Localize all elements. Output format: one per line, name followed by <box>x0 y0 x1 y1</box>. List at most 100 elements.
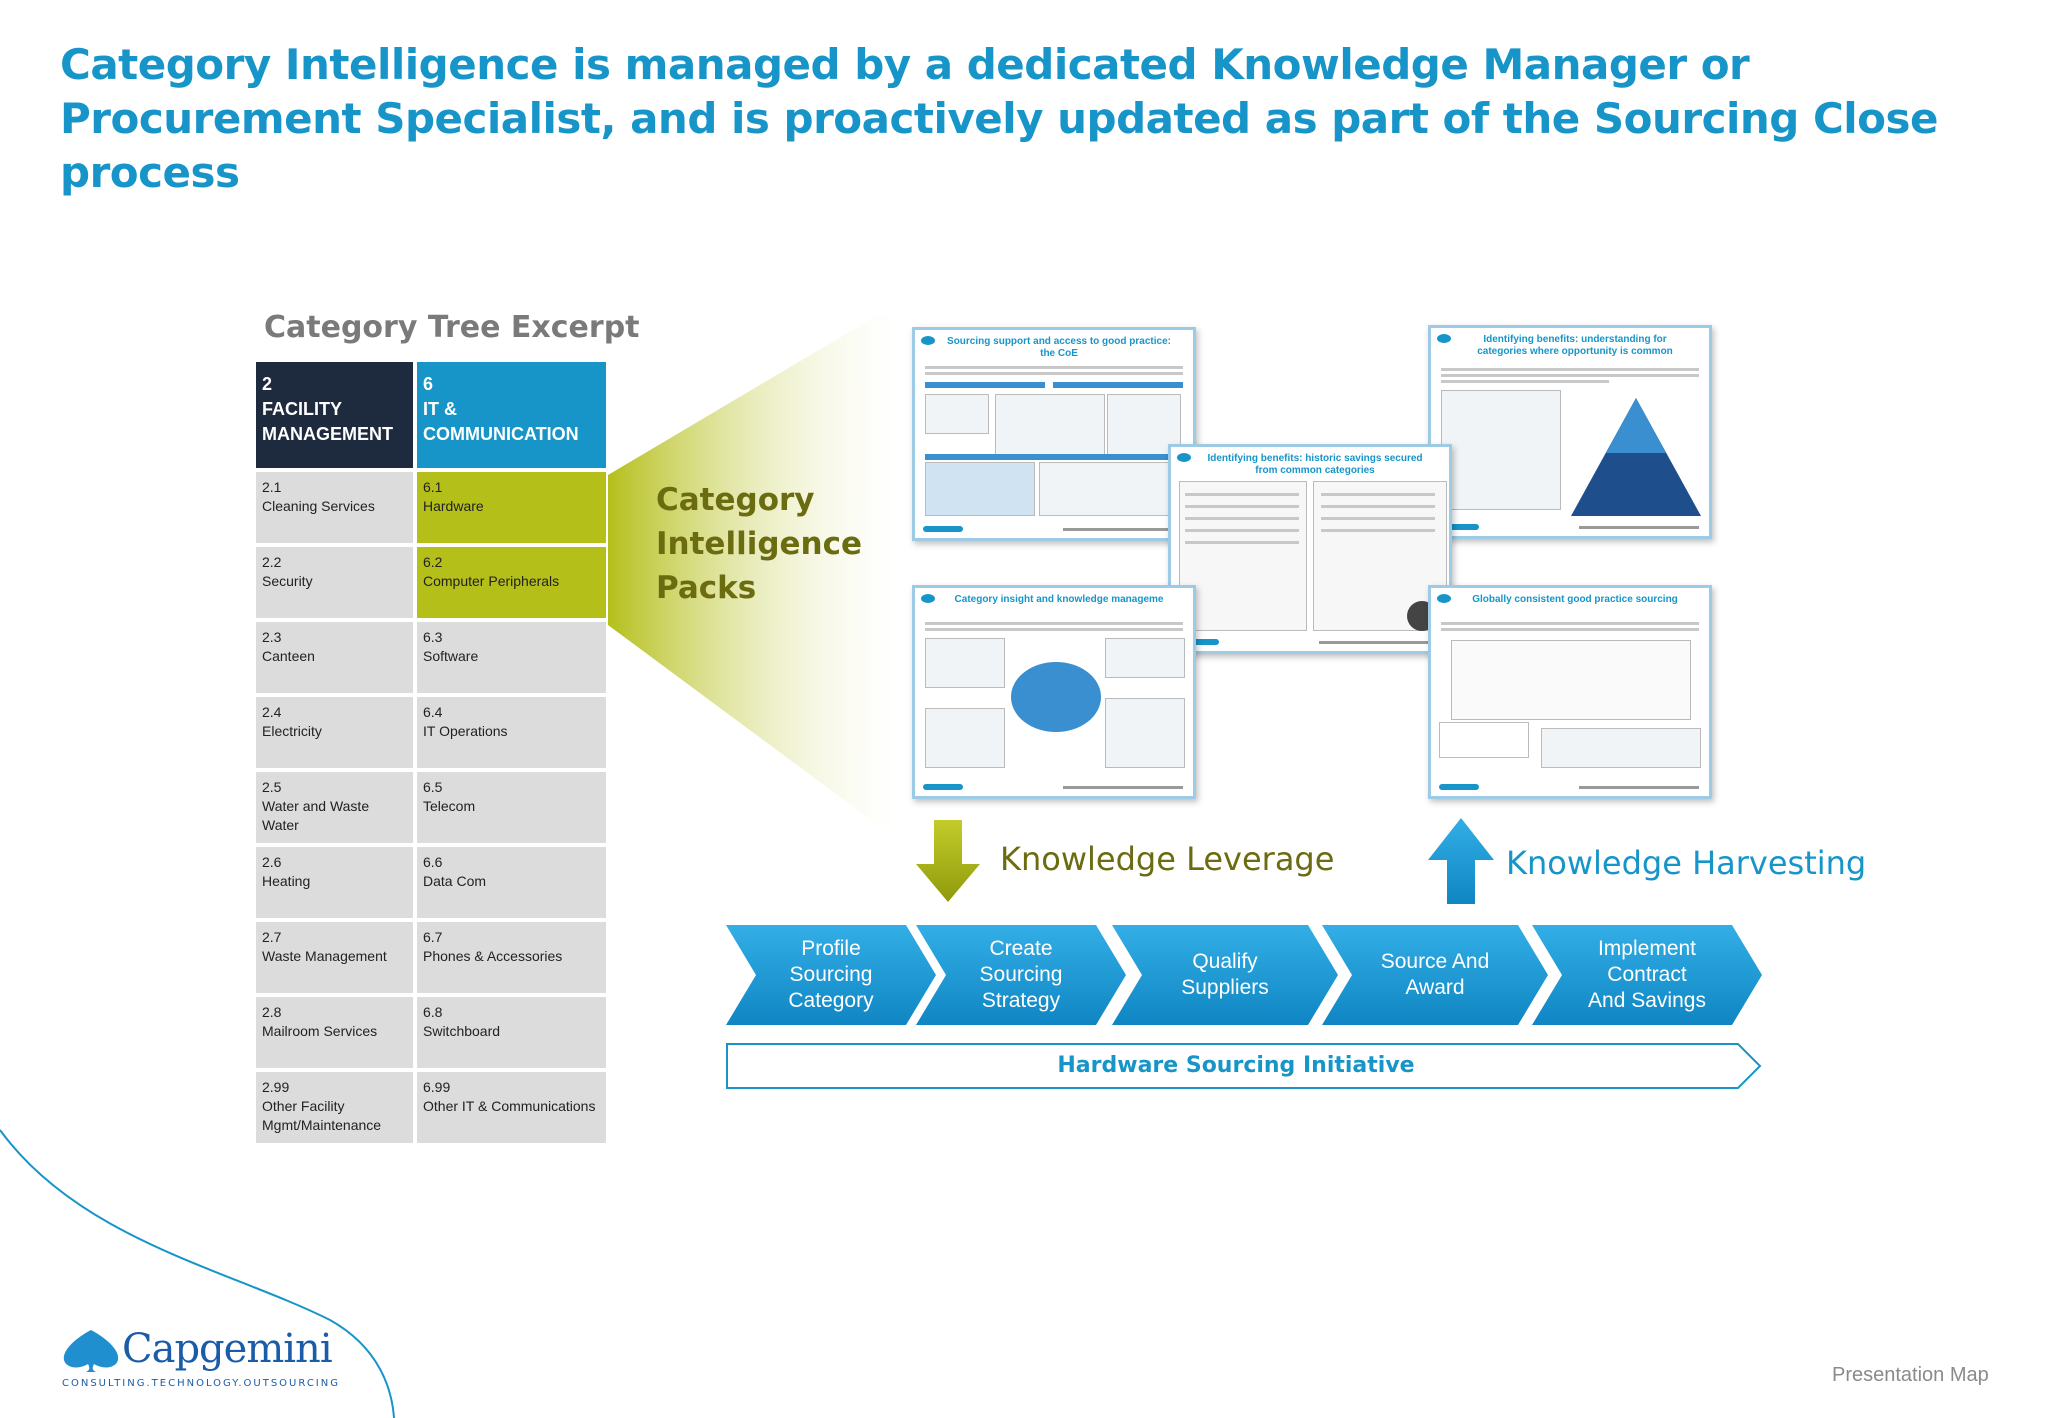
category-tree-header: 2 FACILITY MANAGEMENT 6 IT & COMMUNICATI… <box>256 362 606 468</box>
capgemini-logo-icon <box>1177 453 1191 462</box>
knowledge-harvesting-arrow-icon <box>1428 818 1494 904</box>
capgemini-logo-icon <box>921 336 935 345</box>
process-step-implement-contract[interactable]: Implement Contract And Savings <box>1532 925 1762 1025</box>
slide-title: Category Intelligence is managed by a de… <box>60 40 1939 197</box>
category-number: 2.8 <box>262 1004 282 1020</box>
sourcing-process-flow: Profile Sourcing Category Create Sourcin… <box>726 925 1762 1025</box>
capgemini-logo-icon <box>1437 594 1451 603</box>
process-step-profile-sourcing-category[interactable]: Profile Sourcing Category <box>726 925 936 1025</box>
category-number: 2.6 <box>262 854 282 870</box>
category-name: Switchboard <box>423 1023 501 1039</box>
category-name: IT Operations <box>423 723 508 739</box>
category-number: 6.7 <box>423 929 443 945</box>
category-name: Other IT & Communications <box>423 1098 596 1114</box>
category-name: Water and Waste Water <box>262 798 370 833</box>
capgemini-spade-icon <box>63 1330 119 1372</box>
step-label: Qualify <box>1192 950 1258 973</box>
knowledge-harvesting-label: Knowledge Harvesting <box>1506 844 1867 882</box>
pack-title: Globally consistent good practice sourci… <box>1472 594 1678 605</box>
process-step-qualify-suppliers[interactable]: Qualify Suppliers <box>1112 925 1338 1025</box>
pack-title: Identifying benefits: understanding for … <box>1477 334 1673 357</box>
category-number: 2.4 <box>262 704 282 720</box>
category-name: Phones & Accessories <box>423 948 563 964</box>
category-number: 2.2 <box>262 554 282 570</box>
header-name: COMMUNICATION <box>423 424 579 444</box>
category-number: 2.1 <box>262 479 282 495</box>
category-name: Canteen <box>262 648 315 664</box>
header-name: MANAGEMENT <box>262 424 393 444</box>
knowledge-leverage-label: Knowledge Leverage <box>1000 840 1335 878</box>
category-name: Data Com <box>423 873 487 889</box>
pack-title: Category insight and knowledge manageme <box>954 594 1164 605</box>
pack-thumbnail-historic-savings[interactable]: Identifying benefits: historic savings s… <box>1168 444 1452 654</box>
process-step-create-sourcing-strategy[interactable]: Create Sourcing Strategy <box>916 925 1126 1025</box>
capgemini-logo-icon <box>1437 334 1451 343</box>
category-number: 6.8 <box>423 1004 443 1020</box>
logo-tagline: CONSULTING.TECHNOLOGY.OUTSOURCING <box>62 1378 340 1389</box>
category-number: 2.99 <box>262 1079 290 1095</box>
step-label: Source And <box>1380 950 1490 973</box>
presentation-map-link[interactable]: Presentation Map <box>1832 1364 1989 1386</box>
category-intelligence-packs-label: Category Intelligence Packs <box>656 478 862 610</box>
step-label: Strategy <box>981 989 1061 1012</box>
decorative-curve <box>0 1129 395 1418</box>
step-label: Sourcing <box>789 963 873 986</box>
pack-title: Sourcing support and access to good prac… <box>947 336 1171 359</box>
category-number: 2.7 <box>262 929 282 945</box>
hardware-sourcing-initiative-bar: Hardware Sourcing Initiative <box>726 1043 1762 1089</box>
category-name: Computer Peripherals <box>423 573 560 589</box>
category-name: Electricity <box>262 723 322 739</box>
category-tree-caption: Category Tree Excerpt <box>264 310 640 345</box>
category-name: Security <box>262 573 313 589</box>
category-name: Telecom <box>423 798 476 814</box>
initiative-label: Hardware Sourcing Initiative <box>1057 1053 1415 1078</box>
category-name: Other Facility Mgmt/Maintenance <box>262 1098 382 1133</box>
step-label: Suppliers <box>1181 976 1269 999</box>
header-name: FACILITY <box>262 399 342 419</box>
pack-thumbnail-good-practice[interactable]: Globally consistent good practice sourci… <box>1428 585 1712 799</box>
category-number: 6.1 <box>423 479 443 495</box>
header-num: 6 <box>423 374 434 394</box>
step-label: Implement <box>1597 937 1697 960</box>
category-name: Heating <box>262 873 311 889</box>
pack-thumbnail-opportunity[interactable]: Identifying benefits: understanding for … <box>1428 325 1712 539</box>
it-category-cell: 6.4 IT Operations <box>417 697 606 768</box>
category-name: Cleaning Services <box>262 498 375 514</box>
step-label: And Savings <box>1588 989 1706 1012</box>
initiative-outline <box>726 1043 1762 1089</box>
header-facility-management: 2 FACILITY MANAGEMENT <box>256 362 417 468</box>
category-number: 6.2 <box>423 554 443 570</box>
header-num: 2 <box>262 374 273 394</box>
step-label: Profile <box>801 937 861 960</box>
logo-wordmark: Capgemini <box>122 1326 333 1372</box>
pack-thumbnail-coe[interactable]: Sourcing support and access to good prac… <box>912 327 1196 541</box>
header-it-communication: 6 IT & COMMUNICATION <box>417 362 606 468</box>
step-label: Category <box>788 989 874 1012</box>
category-tree-table: 2 FACILITY MANAGEMENT 6 IT & COMMUNICATI… <box>256 362 606 1143</box>
category-number: 6.3 <box>423 629 443 645</box>
category-number: 6.4 <box>423 704 443 720</box>
category-name: Software <box>423 648 479 664</box>
pack-thumbnail-category-insight[interactable]: Category insight and knowledge manageme <box>912 585 1196 799</box>
pack-title: Identifying benefits: historic savings s… <box>1207 453 1423 476</box>
process-step-source-and-award[interactable]: Source And Award <box>1322 925 1548 1025</box>
